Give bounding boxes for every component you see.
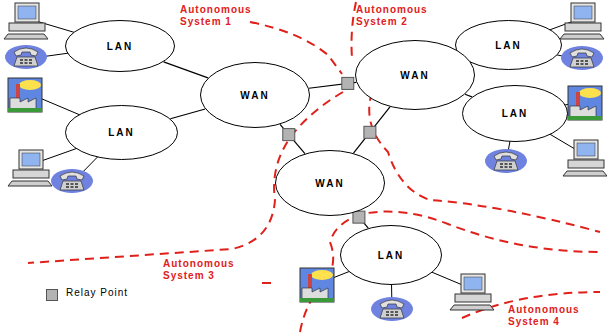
- system-label: Autonomous System 4: [508, 304, 592, 328]
- network-label: LAN: [378, 250, 405, 261]
- network-ellipse: WAN: [275, 150, 385, 216]
- telephone-icon: [371, 297, 413, 321]
- network-ellipse: LAN: [65, 20, 175, 72]
- factory-icon: [300, 268, 334, 302]
- factory-icon: [568, 86, 602, 120]
- network-ellipse: LAN: [65, 105, 178, 160]
- network-label: WAN: [315, 178, 344, 189]
- computer-icon: [563, 140, 607, 176]
- computer-icon: [8, 150, 52, 186]
- network-label: WAN: [240, 90, 269, 101]
- network-ellipse: LAN: [340, 225, 442, 285]
- network-label: LAN: [502, 108, 529, 119]
- computer-icon: [4, 3, 48, 39]
- relay-point: [342, 77, 354, 89]
- network-label: LAN: [107, 41, 134, 52]
- legend-swatch: [46, 289, 58, 301]
- network-label: LAN: [495, 40, 522, 51]
- system-boundary: [352, 2, 357, 58]
- network-link: [170, 109, 205, 119]
- network-link: [280, 124, 305, 153]
- system-label: Autonomous System 1: [180, 4, 264, 28]
- network-link: [353, 107, 389, 153]
- factory-icon: [8, 78, 42, 112]
- system-label: Autonomous System 3: [163, 258, 247, 282]
- telephone-icon: [51, 169, 93, 193]
- network-ellipse: LAN: [462, 85, 568, 142]
- telephone-icon: [561, 46, 603, 70]
- system-boundary: [262, 282, 275, 284]
- system-boundary: [300, 212, 600, 332]
- legend-label: Relay Point: [66, 287, 128, 298]
- telephone-icon: [5, 45, 47, 69]
- network-ellipse: WAN: [355, 40, 475, 110]
- network-link: [465, 94, 472, 97]
- relay-point: [283, 129, 295, 141]
- network-ellipse: WAN: [200, 62, 310, 128]
- network-label: LAN: [108, 127, 135, 138]
- telephone-icon: [485, 149, 527, 173]
- computer-icon: [560, 3, 604, 39]
- relay-point: [353, 211, 365, 223]
- system-label: Autonomous System 2: [356, 4, 440, 28]
- computer-icon: [450, 274, 494, 310]
- network-link: [164, 62, 208, 78]
- network-label: WAN: [400, 70, 429, 81]
- relay-point: [364, 126, 376, 138]
